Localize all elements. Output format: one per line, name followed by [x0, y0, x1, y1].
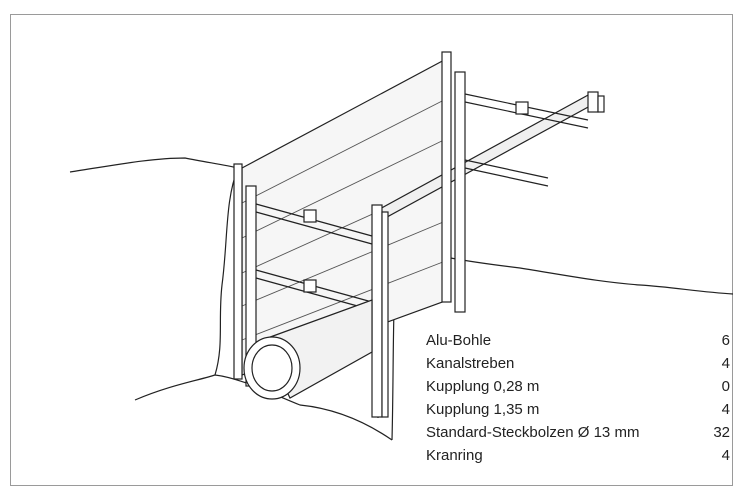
table-row: Kupplung 1,35 m 4 [426, 398, 730, 421]
rail-front-right [587, 91, 599, 113]
rail-front-left [371, 204, 383, 418]
strut-front-upper [255, 203, 373, 245]
trench-wall-left [214, 167, 239, 376]
part-name: Kupplung 1,35 m [426, 401, 540, 418]
part-name: Kranring [426, 447, 483, 464]
rail-back-right-1 [441, 51, 452, 303]
ground-line-left [69, 157, 239, 173]
table-row: Kranring 4 [426, 444, 730, 467]
table-row: Alu-Bohle 6 [426, 329, 730, 352]
rail-front-right-2 [597, 95, 605, 113]
part-name: Alu-Bohle [426, 332, 492, 349]
table-row: Standard-Steckbolzen Ø 13 mm 32 [426, 421, 730, 444]
strut-back-upper [464, 93, 589, 129]
part-qty: 4 [721, 355, 730, 372]
strut-front-lower [255, 269, 373, 311]
pipe [243, 299, 373, 400]
pipe-inner [251, 344, 293, 392]
part-qty: 0 [721, 378, 730, 395]
part-qty: 32 [713, 424, 730, 441]
parts-list: Alu-Bohle 6 Kanalstreben 4 Kupplung 0,28… [426, 329, 730, 467]
part-qty: 4 [721, 401, 730, 418]
part-name: Kupplung 0,28 m [426, 378, 540, 395]
part-qty: 4 [721, 447, 730, 464]
part-qty: 6 [721, 332, 730, 349]
table-row: Kupplung 0,28 m 0 [426, 375, 730, 398]
part-name: Standard-Steckbolzen Ø 13 mm [426, 424, 640, 441]
rail-back-right-2 [454, 71, 466, 313]
struts [255, 93, 589, 311]
table-row: Kanalstreben 4 [426, 352, 730, 375]
part-name: Kanalstreben [426, 355, 515, 372]
strut-back-lower [464, 159, 549, 187]
rail-back-left-1 [233, 163, 243, 380]
rail-front-left-2 [381, 211, 389, 418]
